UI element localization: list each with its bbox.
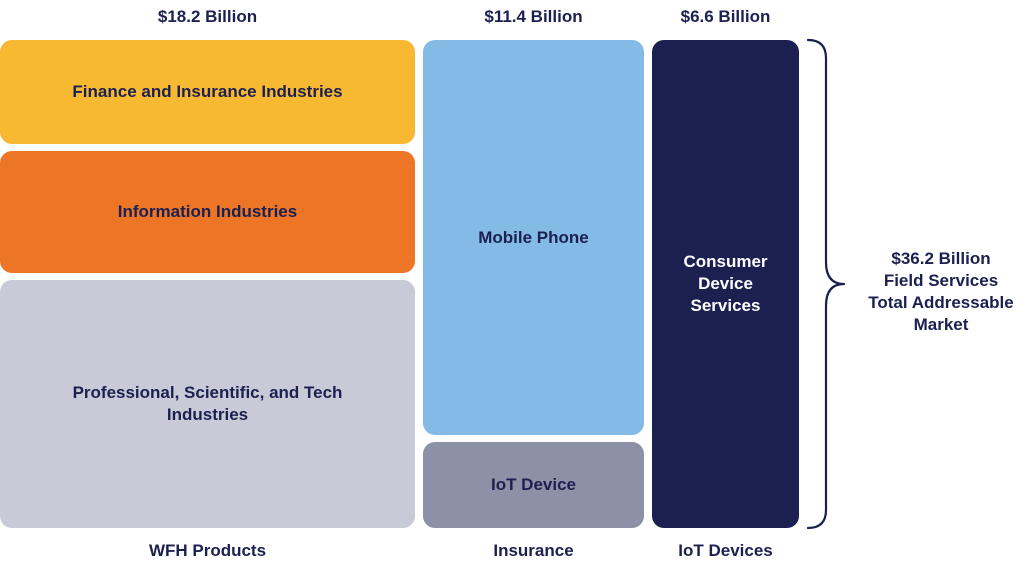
block-mobile-phone: Mobile Phone	[423, 40, 644, 435]
column-value-wfh: $18.2 Billion	[157, 7, 258, 26]
total-label-line-2: Field Services	[883, 271, 999, 290]
total-value: $36.2 Billion	[891, 249, 991, 268]
total-label-line-3: Total Addressable	[868, 293, 1014, 312]
block-professional-scientific-tech-label: Professional, Scientific, and Tech Indus…	[72, 383, 343, 424]
block-iot-device-label: IoT Device	[490, 475, 577, 494]
column-label-wfh-products: WFH Products	[148, 541, 267, 560]
block-finance-insurance: Finance and Insurance Industries	[0, 40, 415, 144]
curly-brace-icon	[806, 38, 846, 530]
column-value-iot: $6.6 Billion	[680, 7, 771, 26]
block-mobile-phone-label: Mobile Phone	[478, 227, 589, 247]
block-consumer-device-services-label: Consumer Device Services	[683, 252, 768, 315]
column-value-insurance: $11.4 Billion	[484, 7, 583, 26]
column-label-iot-devices: IoT Devices	[678, 541, 773, 560]
block-professional-scientific-tech: Professional, Scientific, and Tech Indus…	[0, 280, 415, 528]
column-label-insurance: Insurance	[493, 541, 574, 560]
block-finance-insurance-label: Finance and Insurance Industries	[72, 82, 343, 101]
total-label-line-4: Market	[913, 315, 969, 334]
block-information-industries: Information Industries	[0, 151, 415, 273]
block-information-industries-label: Information Industries	[117, 202, 298, 221]
block-iot-device: IoT Device	[423, 442, 644, 528]
total-addressable-market: $36.2 Billion Field Services Total Addre…	[858, 248, 1024, 336]
block-consumer-device-services: Consumer Device Services	[652, 40, 799, 528]
